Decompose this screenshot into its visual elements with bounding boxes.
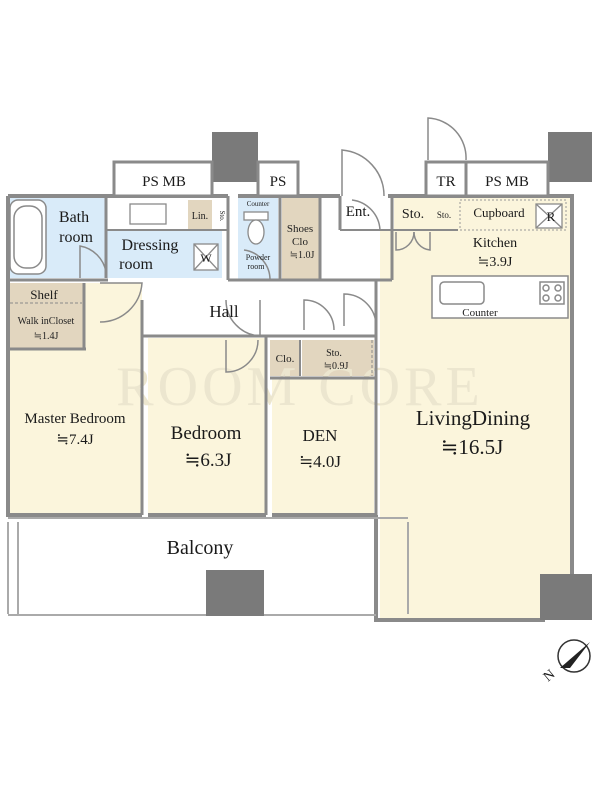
hall-door-1 bbox=[348, 199, 381, 231]
bathtub bbox=[9, 199, 47, 275]
sto-kitchen-door-2 bbox=[413, 231, 431, 251]
pillars bbox=[206, 132, 592, 620]
cupboard-label: Cupboard bbox=[473, 205, 525, 220]
pillar-top-right bbox=[548, 132, 592, 182]
compass-needle bbox=[560, 642, 590, 668]
clo-door bbox=[225, 339, 259, 373]
hall-label: Hall bbox=[209, 302, 239, 321]
counter-kitchen-label: Counter bbox=[462, 307, 498, 319]
den-door bbox=[303, 299, 335, 331]
bath-label-1: Bath bbox=[59, 209, 89, 226]
bedroom-label-1: Bedroom bbox=[171, 423, 242, 444]
compass: N bbox=[541, 639, 591, 685]
sto-hall-floor bbox=[302, 340, 374, 376]
toilet-bowl bbox=[247, 219, 265, 245]
wic-label-1: Walk inCloset bbox=[18, 316, 75, 327]
dressing-label-2: room bbox=[119, 256, 153, 273]
fixtures bbox=[129, 203, 563, 271]
ps-box bbox=[256, 160, 300, 198]
counter-top-label: Counter bbox=[247, 200, 270, 208]
shoes-label-3: ≒1.0J bbox=[290, 250, 315, 261]
ps-mb-right-box bbox=[464, 160, 550, 198]
r-label: R bbox=[547, 209, 556, 224]
bedroom-label-2: ≒6.3J bbox=[184, 450, 231, 471]
master-floor-2 bbox=[84, 283, 142, 349]
sto-hall-label-1: Sto. bbox=[326, 348, 342, 359]
lin-label: Lin. bbox=[192, 211, 208, 222]
pillar-balcony bbox=[206, 570, 264, 616]
powder-label-1: Powder bbox=[246, 253, 271, 262]
master-door bbox=[99, 282, 143, 323]
entrance-door bbox=[341, 149, 385, 197]
washbasin bbox=[129, 203, 167, 225]
shaft-boxes bbox=[112, 160, 550, 198]
tr-box bbox=[424, 160, 468, 198]
living-label-1: LivingDining bbox=[416, 406, 531, 430]
dressing-label-1: Dressing bbox=[122, 237, 179, 254]
bath-door bbox=[79, 245, 107, 278]
den-label-2: ≒4.0J bbox=[299, 452, 341, 471]
clo-floor bbox=[270, 340, 300, 376]
shelf-label: Shelf bbox=[30, 287, 58, 302]
room-labels: Bath room Lin. Sto. Counter Dressing roo… bbox=[18, 200, 556, 471]
master-floor bbox=[8, 349, 142, 515]
toilet-tank bbox=[243, 211, 269, 221]
sto-hall-label-2: ≒0.9J bbox=[324, 361, 349, 372]
ps-mb-left-box bbox=[112, 160, 214, 198]
ps-mb-right-label: PS MB bbox=[485, 174, 529, 190]
bedroom-floor bbox=[148, 338, 266, 515]
powder-door bbox=[240, 249, 271, 281]
balcony-area: Balcony bbox=[7, 517, 409, 616]
shoes-floor bbox=[282, 196, 320, 280]
balcony-label: Balcony bbox=[167, 537, 234, 559]
wic-label-2: ≒1.4J bbox=[34, 331, 59, 342]
ent-label: Ent. bbox=[346, 204, 371, 220]
sto-kitchen-small-label: Sto. bbox=[437, 210, 451, 220]
pillar-bottom-right bbox=[540, 574, 592, 620]
ps-label: PS bbox=[270, 174, 287, 190]
clo-label: Clo. bbox=[276, 353, 295, 365]
shoes-label-2: Clo bbox=[292, 236, 308, 248]
doors bbox=[79, 117, 467, 373]
hall-door-2 bbox=[343, 293, 377, 327]
ps-mb-left-label: PS MB bbox=[142, 174, 186, 190]
bedroom-door bbox=[225, 299, 261, 337]
kitchen-label-2: ≒3.9J bbox=[478, 255, 513, 270]
watermark: ROOM CORE bbox=[116, 356, 483, 418]
den-floor bbox=[272, 378, 374, 515]
compass-north: N bbox=[541, 667, 558, 685]
pillar-top-left bbox=[212, 132, 258, 182]
kitchen-label-1: Kitchen bbox=[473, 236, 517, 251]
master-label-2: ≒7.4J bbox=[56, 432, 93, 448]
tr-label: TR bbox=[436, 174, 455, 190]
w-label: W bbox=[200, 251, 212, 265]
shoes-label-1: Shoes bbox=[287, 223, 313, 235]
closet-rails bbox=[10, 302, 373, 376]
living-label-2: ≒16.5J bbox=[441, 435, 504, 459]
powder-label-2: room bbox=[248, 262, 266, 271]
den-label-1: DEN bbox=[303, 426, 338, 445]
lin-floor bbox=[188, 200, 212, 230]
shelf-floor bbox=[8, 283, 84, 349]
sto-small-top-label: Sto. bbox=[218, 210, 226, 221]
kitchen-counter bbox=[431, 275, 569, 319]
master-label-1: Master Bedroom bbox=[24, 411, 126, 427]
bath-label-2: room bbox=[59, 229, 93, 246]
balcony-top-door bbox=[427, 117, 467, 161]
sto-kitchen-label: Sto. bbox=[402, 207, 424, 222]
